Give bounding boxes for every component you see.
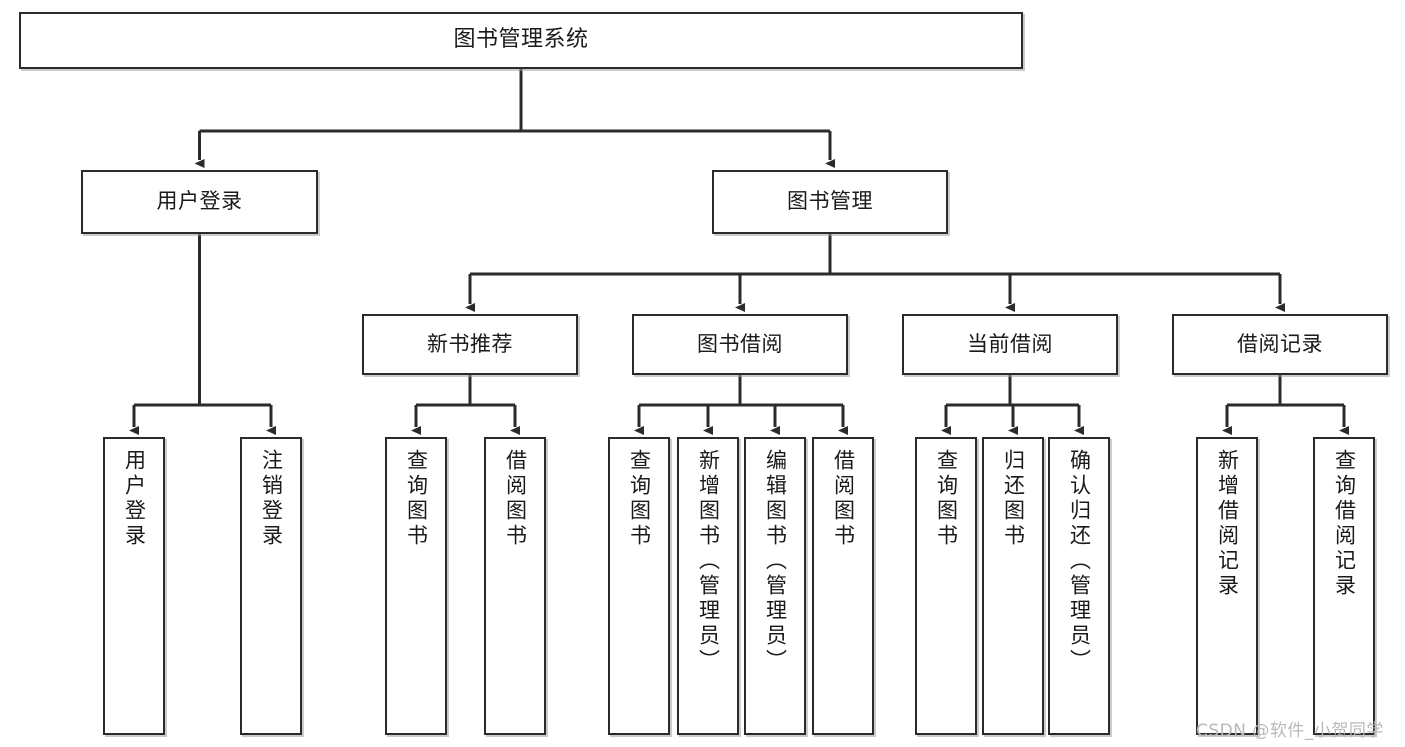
leaf-confirm-return-admin[interactable]: 确认归还（管理员）: [1048, 437, 1110, 735]
leaf-label: 新增图书（管理员）: [696, 449, 721, 674]
node-label: 用户登录: [156, 189, 243, 214]
leaf-label: 归还图书: [1001, 449, 1026, 549]
node-current-borrow[interactable]: 当前借阅: [902, 314, 1118, 375]
node-user-login[interactable]: 用户登录: [81, 170, 318, 234]
leaf-query-book-recommend[interactable]: 查询图书: [385, 437, 447, 735]
leaf-user-login[interactable]: 用户登录: [103, 437, 165, 735]
leaf-borrow-book[interactable]: 借阅图书: [812, 437, 874, 735]
leaf-logout[interactable]: 注销登录: [240, 437, 302, 735]
node-label: 图书借阅: [697, 331, 783, 356]
node-new-book-recommendation[interactable]: 新书推荐: [362, 314, 578, 375]
leaf-label: 查询图书: [627, 449, 652, 549]
leaf-add-borrow-record[interactable]: 新增借阅记录: [1196, 437, 1258, 735]
leaf-label: 编辑图书（管理员）: [763, 449, 788, 674]
watermark-text: CSDN @软件_小贺同学: [1196, 721, 1384, 741]
leaf-label: 借阅图书: [831, 449, 856, 549]
leaf-query-book-current[interactable]: 查询图书: [915, 437, 977, 735]
leaf-edit-book-admin[interactable]: 编辑图书（管理员）: [744, 437, 806, 735]
leaf-label: 用户登录: [122, 449, 147, 549]
leaf-borrow-book-recommend[interactable]: 借阅图书: [484, 437, 546, 735]
leaf-label: 注销登录: [259, 449, 284, 549]
node-label: 当前借阅: [967, 331, 1053, 356]
node-label: 新书推荐: [427, 331, 513, 356]
node-book-borrow[interactable]: 图书借阅: [632, 314, 848, 375]
leaf-label: 新增借阅记录: [1215, 449, 1240, 599]
node-book-management[interactable]: 图书管理: [712, 170, 948, 234]
node-label: 图书管理系统: [453, 27, 589, 53]
leaf-query-borrow-record[interactable]: 查询借阅记录: [1313, 437, 1375, 735]
node-root-library-management-system[interactable]: 图书管理系统: [19, 12, 1023, 69]
node-label: 借阅记录: [1237, 331, 1323, 356]
leaf-label: 查询图书: [934, 449, 959, 549]
leaf-label: 查询借阅记录: [1332, 449, 1357, 599]
leaf-label: 查询图书: [404, 449, 429, 549]
leaf-return-book[interactable]: 归还图书: [982, 437, 1044, 735]
node-borrow-record[interactable]: 借阅记录: [1172, 314, 1388, 375]
leaf-query-book-borrow[interactable]: 查询图书: [608, 437, 670, 735]
node-label: 图书管理: [787, 189, 873, 214]
leaf-label: 借阅图书: [503, 449, 528, 549]
leaf-label: 确认归还（管理员）: [1067, 449, 1092, 674]
leaf-add-book-admin[interactable]: 新增图书（管理员）: [677, 437, 739, 735]
